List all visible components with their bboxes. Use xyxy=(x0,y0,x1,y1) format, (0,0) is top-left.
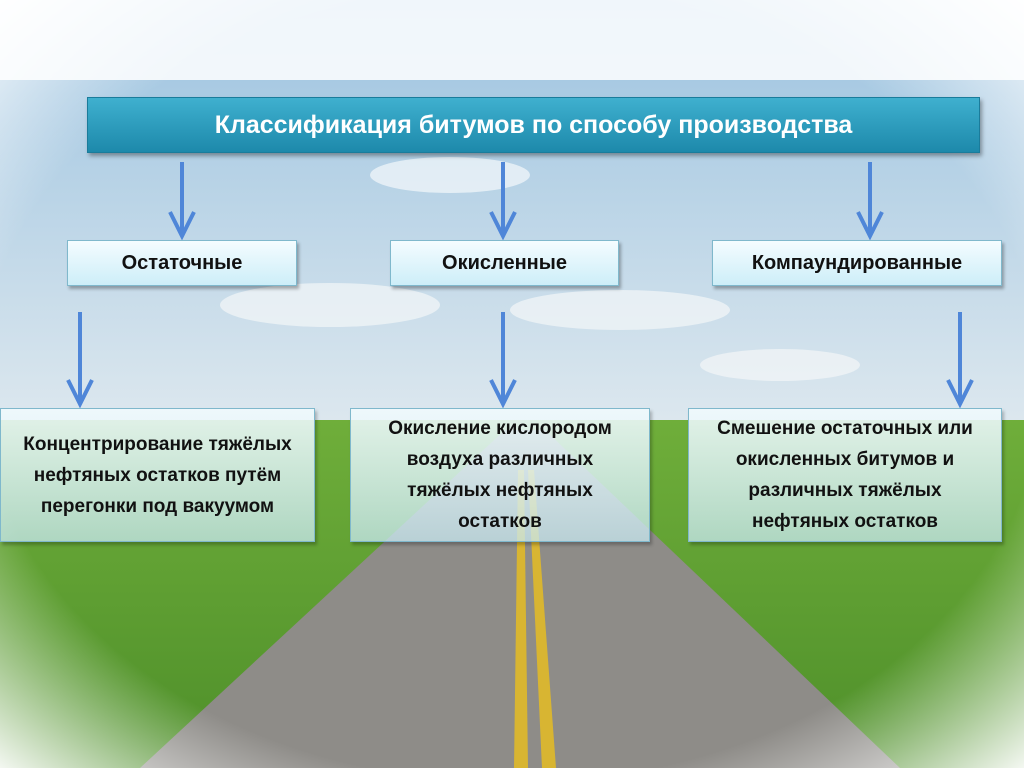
category-oxidized: Окисленные xyxy=(390,240,619,286)
category-compounded: Компаундированные xyxy=(712,240,1002,286)
description-residual: Концентрирование тяжёлых нефтяных остатк… xyxy=(0,408,315,542)
description-oxidized: Окисление кислородом воздуха различных т… xyxy=(350,408,650,542)
diagram-title: Классификация битумов по способу произво… xyxy=(87,97,980,153)
category-residual: Остаточные xyxy=(67,240,297,286)
description-compounded: Смешение остаточных или окисленных битум… xyxy=(688,408,1002,542)
